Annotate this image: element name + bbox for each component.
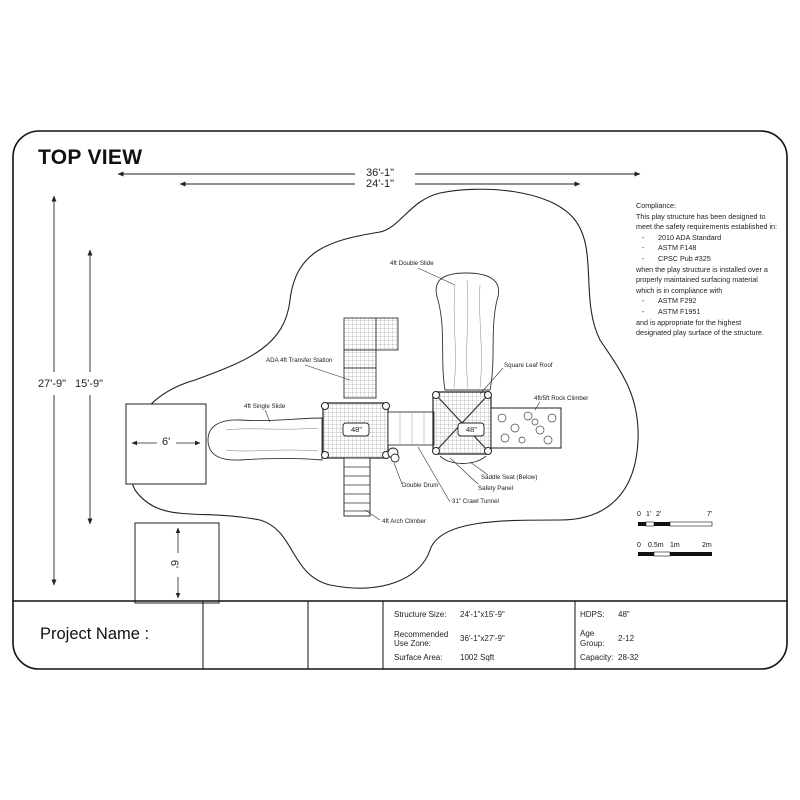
- compliance-line: meet the safety requirements established…: [636, 222, 778, 232]
- single-slide: [207, 417, 323, 461]
- structure-size-value: 24'-1"x15'-9": [460, 610, 505, 619]
- scale-ft-tick: 1': [646, 511, 652, 518]
- compliance-standard: ASTM F1951: [636, 307, 786, 318]
- surface-area-value: 1002 Sqft: [460, 653, 495, 662]
- dim-pad-width: 6': [162, 436, 171, 448]
- label-arch-climber: 4ft Arch Climber: [382, 518, 427, 525]
- project-name-label: Project Name :: [40, 625, 150, 643]
- use-zone-label: Use Zone:: [394, 639, 431, 648]
- age-group-label: Group:: [580, 639, 605, 648]
- compliance-notes: Compliance: This play structure has been…: [636, 201, 786, 339]
- deck-left-height: 48": [351, 425, 363, 434]
- crawl-tunnel: [387, 411, 435, 446]
- compliance-line: when the play structure is installed ove…: [636, 264, 768, 274]
- compliance-line: which is in compliance with: [636, 285, 723, 295]
- deck-right-label-box: [457, 422, 485, 437]
- compliance-standard: 2010 ADA Standard: [636, 233, 786, 244]
- deck-left-post-tr: [382, 402, 390, 410]
- leader-lines: [264, 267, 541, 521]
- arch-climber-rungs: [344, 466, 370, 512]
- compliance-line: designated play surface of the structure…: [636, 328, 764, 338]
- landing-pad-left: [125, 403, 207, 485]
- label-square-leaf-roof: Square Leaf Roof: [504, 362, 553, 369]
- scale-m-tick: 0: [637, 542, 641, 549]
- age-group-label: Age: [580, 629, 595, 638]
- compliance-standard: CPSC Pub #325: [636, 254, 786, 265]
- age-group-value: 2-12: [618, 634, 635, 643]
- single-slide-detail: [225, 427, 319, 452]
- saddle-seat: [439, 455, 487, 464]
- use-zone-outline: [127, 188, 639, 589]
- label-double-drum: Double Drum: [402, 482, 439, 489]
- scale-bar-feet: [638, 521, 713, 527]
- compliance-standard: ASTM F292: [636, 296, 786, 307]
- landing-pad-bottom: [134, 522, 220, 604]
- deck-left-label-box: [342, 422, 370, 437]
- compliance-line: and is appropriate for the highest: [636, 317, 742, 327]
- label-single-slide: 4ft Single Slide: [244, 403, 286, 410]
- dim-overall-depth: 27'-9": [38, 378, 67, 390]
- hdps-value: 48": [618, 610, 630, 619]
- transfer-station-lower: [343, 367, 377, 399]
- double-slide-detail: [453, 279, 482, 389]
- label-saddle-seat: Saddle Seat (Below): [481, 474, 538, 481]
- dim-structure-depth: 15'-9": [75, 378, 104, 390]
- scale-m-tick: 0.5m: [648, 542, 664, 549]
- label-double-slide: 4ft Double Slide: [390, 260, 434, 267]
- compliance-standard: ASTM F148: [636, 243, 786, 254]
- deck-left-post-tl: [321, 402, 329, 410]
- dim-overall-width: 36'-1": [366, 167, 395, 179]
- scale-m-tick: 2m: [702, 542, 712, 549]
- deck-right-height: 48": [466, 425, 478, 434]
- compliance-line: properly maintained surfacing material: [636, 275, 758, 285]
- arch-climber: [343, 457, 371, 517]
- deck-right-post-bl: [432, 447, 440, 455]
- capacity-label: Capacity:: [580, 653, 614, 662]
- rock-climber-holds: [497, 411, 557, 445]
- use-zone-value: 36'-1"x27'-9": [460, 634, 505, 643]
- view-title: TOP VIEW: [38, 146, 143, 169]
- sheet-border: [12, 130, 788, 670]
- transfer-station-upper-b: [375, 317, 399, 351]
- scale-ft-tick: 0: [637, 511, 641, 518]
- surface-area-label: Surface Area:: [394, 653, 443, 662]
- scale-bar-metric: [638, 551, 712, 557]
- deck-left-post-bl: [321, 451, 329, 459]
- double-drum-b: [390, 453, 400, 463]
- deck-right-post-tr: [484, 391, 492, 399]
- label-crawl-tunnel: 31" Crawl Tunnel: [452, 498, 499, 505]
- label-transfer-station: ADA 4ft Transfer Station: [266, 357, 333, 364]
- capacity-value: 28-32: [618, 653, 639, 662]
- compliance-heading: Compliance:: [636, 201, 676, 210]
- dim-pad-depth: 6': [168, 559, 181, 569]
- scale-ft-tick: 7': [707, 511, 713, 518]
- label-safety-panel: Safety Panel: [478, 485, 514, 492]
- scale-ft-tick: 2': [656, 511, 662, 518]
- deck-right-post-tl: [432, 391, 440, 399]
- label-rock-climber: 4ft/5ft Rock Climber: [534, 395, 589, 402]
- scale-m-tick: 1m: [670, 542, 680, 549]
- use-zone-label: Recommended: [394, 630, 449, 639]
- compliance-line: This play structure has been designed to: [636, 211, 766, 221]
- transfer-station-mid: [343, 349, 377, 369]
- hdps-label: HDPS:: [580, 610, 605, 619]
- deck-right-post-br: [484, 447, 492, 455]
- transfer-station-upper: [343, 317, 377, 351]
- dim-structure-width: 24'-1": [366, 178, 395, 190]
- structure-size-label: Structure Size:: [394, 610, 447, 619]
